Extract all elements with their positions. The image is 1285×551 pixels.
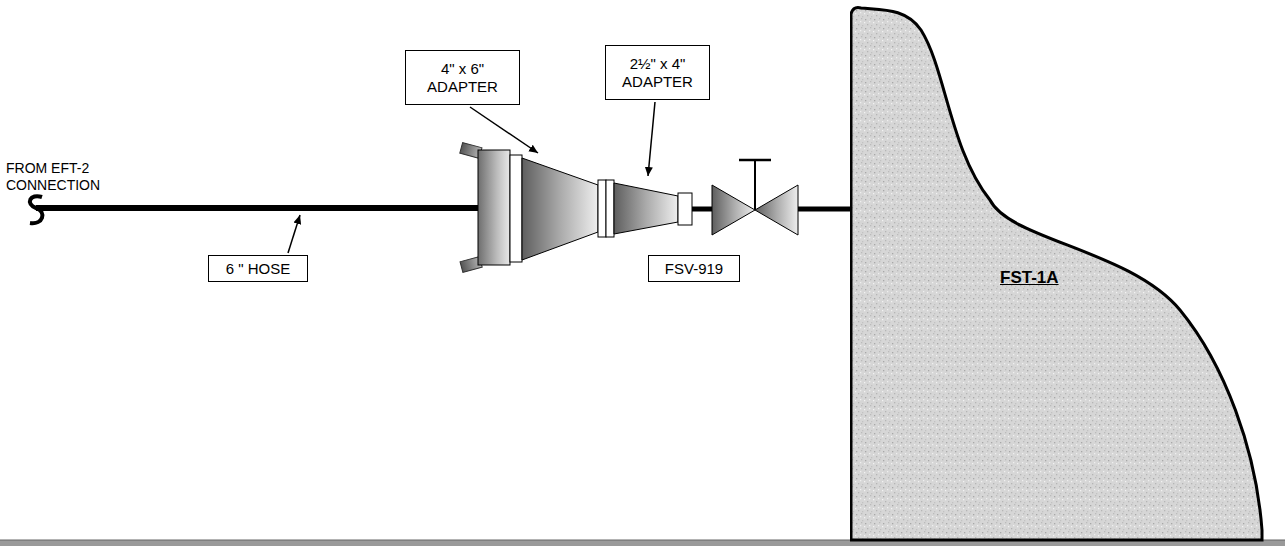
flange-ring	[606, 180, 614, 237]
leader-arrow	[288, 215, 300, 253]
flange-ring	[510, 155, 522, 262]
tank-body	[851, 8, 1262, 540]
label-box: 6 " HOSE	[208, 255, 308, 282]
valve-handle	[739, 159, 771, 162]
valve-symbol	[755, 185, 798, 235]
pipe	[798, 207, 852, 212]
label-box: 2½" x 4" ADAPTER	[605, 45, 710, 100]
leader-arrow	[470, 107, 538, 153]
part-name: 2½" x 4" ADAPTER	[613, 55, 703, 91]
part-name: 6 " HOSE	[226, 260, 291, 278]
reducer-cone	[614, 183, 678, 234]
leader-arrow	[648, 102, 655, 176]
tank-shape: FST-1A	[850, 6, 1270, 542]
tank-outline	[850, 6, 1270, 542]
flange-ring	[598, 180, 606, 237]
hose	[36, 205, 480, 211]
part-name: 4" x 6" ADAPTER	[413, 60, 513, 96]
source-note: FROM EFT-2 CONNECTION	[6, 160, 106, 194]
valve-stem	[754, 160, 756, 210]
valve-symbol	[712, 185, 755, 235]
part-name: FSV-919	[665, 260, 723, 278]
label-box: FSV-919	[648, 255, 740, 282]
coupling	[478, 150, 510, 265]
pipe	[692, 207, 714, 212]
reducer-cone	[522, 158, 598, 260]
tank-name: FST-1A	[1000, 268, 1059, 288]
label-box: 4" x 6" ADAPTER	[405, 50, 520, 105]
flange-ring	[678, 193, 692, 225]
